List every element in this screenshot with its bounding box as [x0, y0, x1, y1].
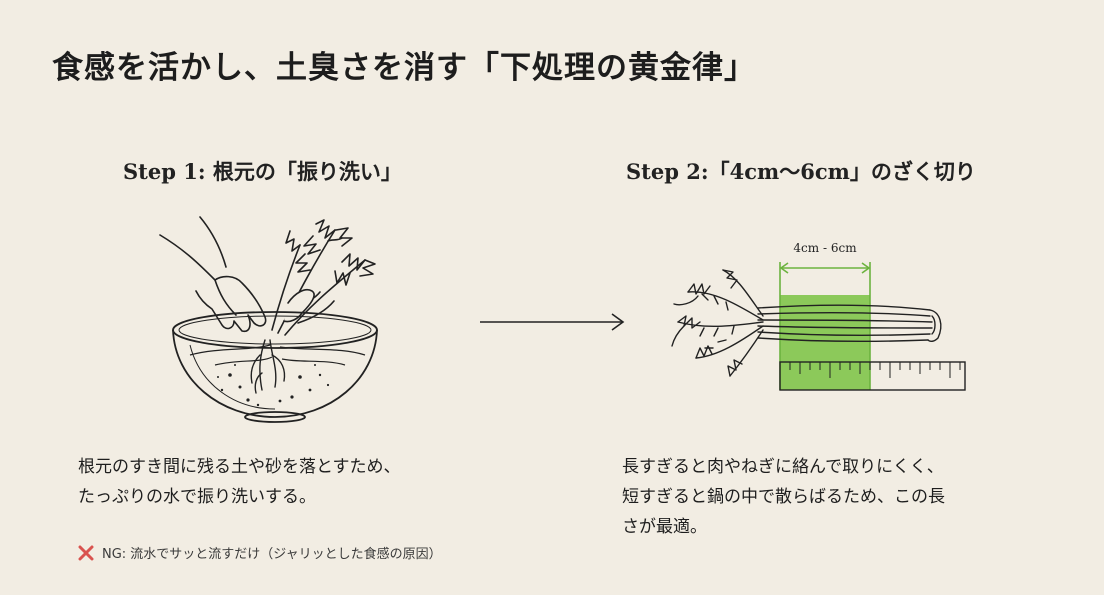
step2-title: Step 2:「4cm〜6cm」のざく切り — [626, 159, 976, 184]
ruler-icon — [779, 361, 966, 391]
step1-description-line: 根元のすき間に残る土や砂を落とすため、 — [78, 457, 401, 477]
step2-description-line: さが最適。 — [622, 517, 707, 537]
bowl-icon — [172, 311, 378, 423]
dirt-particles — [217, 364, 330, 407]
roots-icon — [250, 339, 286, 394]
measure-label: 4cm - 6cm — [793, 241, 857, 255]
cross-mark-icon — [78, 545, 94, 560]
step2-description-line: 短すぎると鍋の中で散らばるため、この長 — [622, 487, 945, 507]
step2-description-line: 長すぎると肉やねぎに絡んで取りにくく、 — [622, 457, 944, 477]
step1-title: Step 1: 根元の「振り洗い」 — [123, 159, 402, 184]
ng-note: NG: 流水でサッと流すだけ（ジャリッとした食感の原因） — [78, 543, 442, 562]
page-title: 食感を活かし、土臭さを消す「下処理の黄金律」 — [52, 50, 756, 86]
leaf-cluster-icon — [671, 269, 764, 377]
arrow-right-icon — [480, 313, 625, 331]
cutting-illustration: 4cm - 6cm — [671, 241, 966, 391]
cut-length-highlight — [780, 295, 870, 390]
hands-icon — [159, 216, 315, 333]
step2-description: 長すぎると肉やねぎに絡んで取りにくく、 短すぎると鍋の中で散らばるため、この長 … — [622, 452, 1042, 542]
ng-note-text: NG: 流水でサッと流すだけ（ジャリッとした食感の原因） — [102, 547, 442, 562]
washing-bowl-illustration — [159, 216, 378, 423]
stems-icon — [757, 304, 942, 343]
step1-description-line: たっぷりの水で振り洗いする。 — [78, 487, 316, 507]
step1-description: 根元のすき間に残る土や砂を落とすため、 たっぷりの水で振り洗いする。 — [78, 452, 498, 512]
